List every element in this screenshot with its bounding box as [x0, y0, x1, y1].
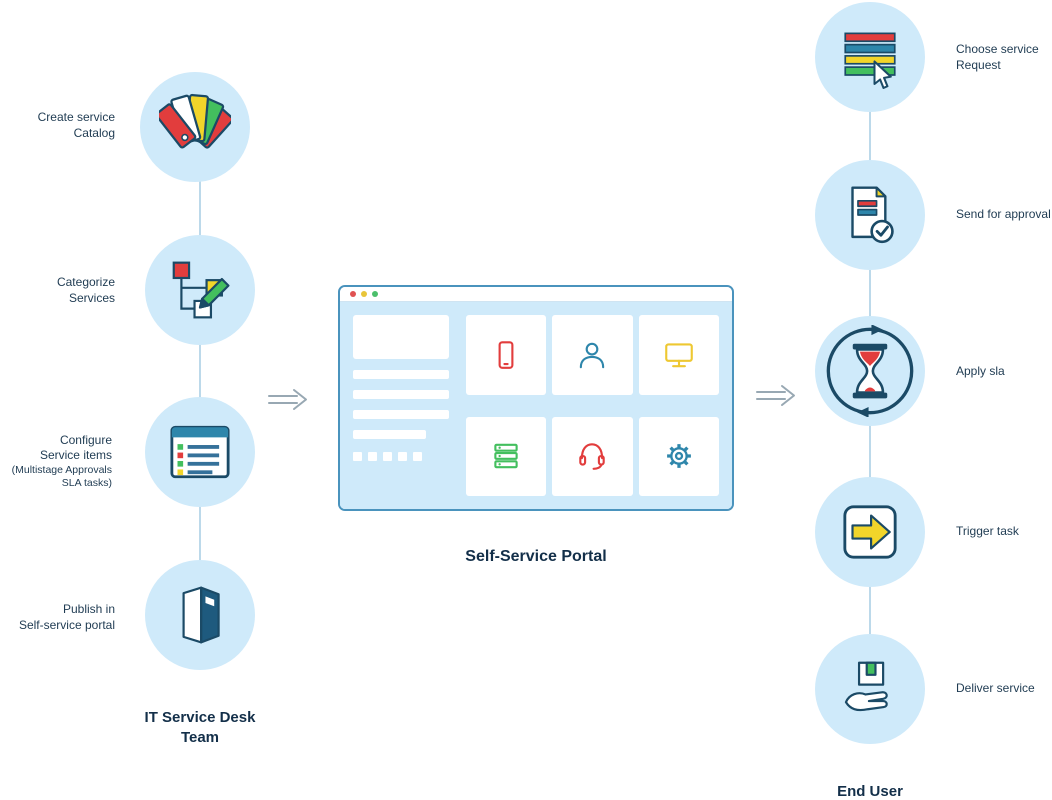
deliver-hand-box-icon	[844, 661, 888, 712]
step-apply-sla	[815, 316, 925, 426]
service-list-cursor-icon	[844, 32, 896, 89]
approval-document-icon	[851, 186, 894, 244]
tile-monitor	[638, 315, 719, 395]
step-deliver-service	[815, 634, 925, 744]
self-service-portal-window	[338, 285, 734, 511]
mobile-phone-icon	[498, 340, 514, 369]
sla-hourglass-icon	[826, 325, 914, 417]
sidebar-placeholder-bar	[353, 370, 449, 379]
sidebar-placeholder-bar	[353, 410, 449, 419]
tile-gear	[638, 416, 719, 496]
right-column-title: End User	[837, 783, 903, 800]
publish-brochure-icon	[182, 586, 220, 644]
monitor-icon	[665, 343, 693, 367]
portal-service-tiles	[466, 315, 719, 496]
sidebar-placeholder-bar	[353, 390, 449, 399]
sidebar-placeholder-block	[353, 315, 449, 359]
step-label-send-approval: Send for approval	[956, 207, 1051, 221]
gear-icon	[666, 444, 691, 469]
window-dot-yellow-icon	[361, 291, 367, 297]
portal-content	[340, 302, 732, 509]
step-label-choose-service: Choose service Request	[956, 42, 1039, 72]
step-create-service-catalog	[140, 72, 250, 182]
left-column-title: IT Service Desk Team	[144, 709, 256, 747]
window-dot-green-icon	[372, 291, 378, 297]
step-publish-portal	[145, 560, 255, 670]
tile-mobile	[466, 315, 547, 395]
service-catalog-tags-icon	[159, 93, 231, 149]
step-send-for-approval	[815, 160, 925, 270]
tile-user	[552, 315, 633, 395]
placeholder-square	[368, 452, 377, 461]
step-choose-service-request	[815, 2, 925, 112]
configure-sub-label: (Multistage Approvals SLA tasks)	[11, 463, 112, 490]
flow-arrow-right-icon	[756, 385, 795, 406]
window-dot-red-icon	[350, 291, 356, 297]
placeholder-square	[383, 452, 392, 461]
step-categorize-services	[145, 235, 255, 345]
categorize-flowchart-icon	[172, 261, 230, 319]
tile-headset	[552, 416, 633, 496]
step-label-deliver-service: Deliver service	[956, 681, 1035, 695]
step-label-create-service-catalog: Create service Catalog	[37, 110, 115, 140]
portal-title: Self-Service Portal	[465, 548, 607, 565]
server-stack-icon	[494, 444, 518, 469]
trigger-arrow-icon	[843, 505, 897, 559]
step-label-apply-sla: Apply sla	[956, 364, 1005, 378]
placeholder-square	[413, 452, 422, 461]
user-icon	[580, 342, 605, 369]
portal-sidebar	[353, 315, 449, 496]
headset-icon	[579, 443, 606, 471]
step-label-publish-portal: Publish in Self-service portal	[18, 602, 115, 632]
browser-titlebar	[340, 287, 732, 302]
sidebar-placeholder-bar	[353, 430, 426, 439]
step-label-trigger-task: Trigger task	[956, 524, 1019, 538]
step-trigger-task	[815, 477, 925, 587]
placeholder-square	[353, 452, 362, 461]
flow-arrow-left-icon	[268, 389, 307, 410]
step-label-configure-service-items: Configure Service items (Multistage Appr…	[0, 417, 112, 507]
configure-checklist-icon	[170, 425, 230, 479]
configure-main-label: Configure Service items	[39, 432, 112, 463]
step-label-categorize-services: Categorize Services	[56, 275, 115, 305]
placeholder-square	[398, 452, 407, 461]
sidebar-placeholder-squares	[353, 452, 449, 461]
step-configure-service-items	[145, 397, 255, 507]
tile-server	[466, 416, 547, 496]
left-column-connector-line	[199, 126, 201, 616]
